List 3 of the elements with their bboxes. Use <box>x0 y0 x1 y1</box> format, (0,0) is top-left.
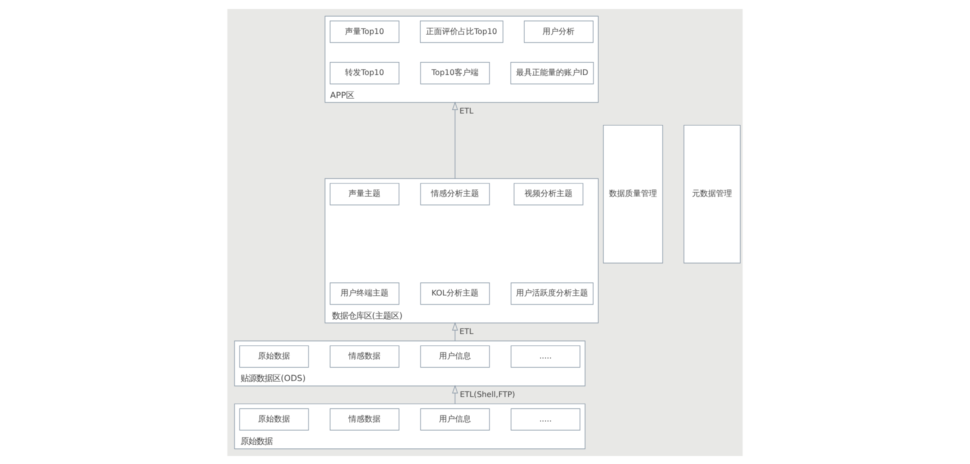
arrow <box>452 384 458 404</box>
arrow <box>452 101 458 178</box>
arrow <box>452 322 458 341</box>
